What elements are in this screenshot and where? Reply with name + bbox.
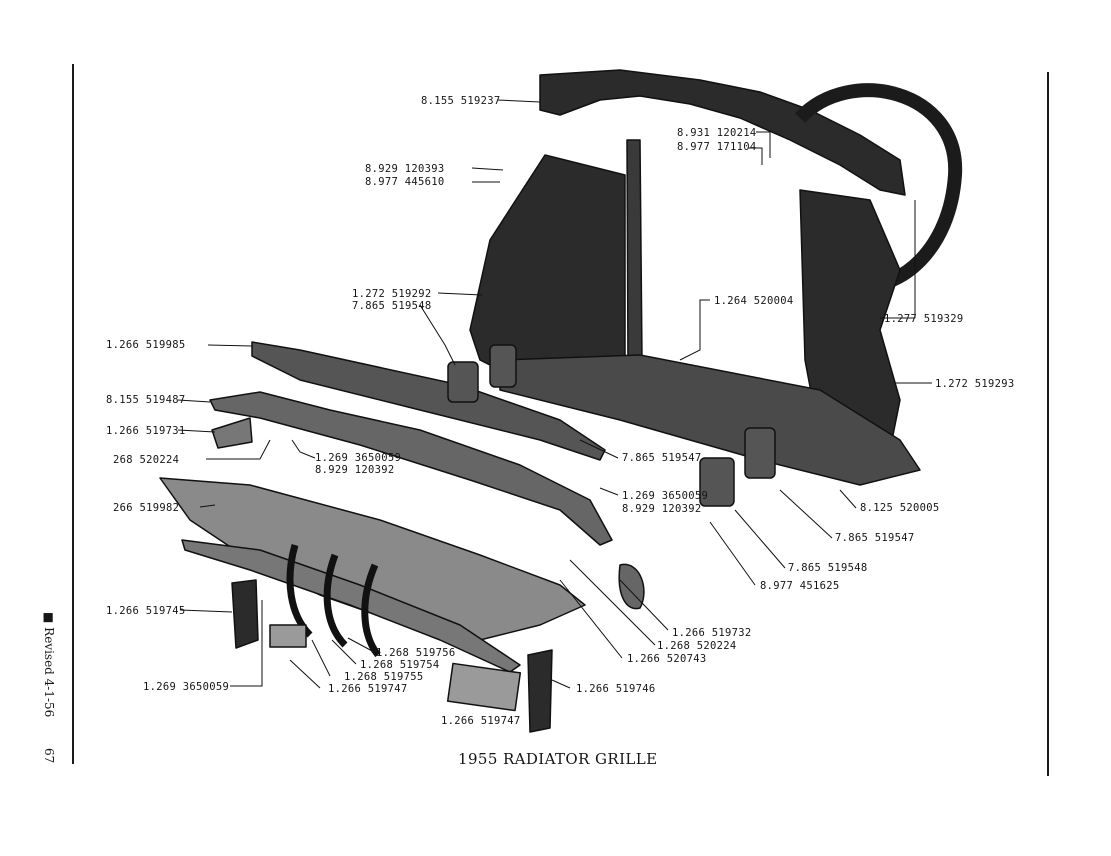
upper-grille-bar-part <box>251 341 606 461</box>
pad-right2-part <box>744 427 776 479</box>
callout-label: 1.266 519731 <box>106 425 186 437</box>
right-end-cap-part <box>527 649 553 733</box>
callout-label: 8.977 171104 <box>677 141 757 153</box>
callout-label: 7.865 519547 <box>622 452 702 464</box>
callout-label: 268 520224 <box>113 454 180 466</box>
left-end-cap-part <box>231 579 259 649</box>
left-margin-rule <box>72 64 74 764</box>
left-clip-part <box>211 417 253 449</box>
callout-label: 8.977 451625 <box>760 580 840 592</box>
lower-cradle-part <box>499 354 921 486</box>
parking-lamp-left-part <box>269 624 307 648</box>
callout-label: 1.269 3650059 <box>622 490 709 502</box>
callout-label: 1.266 519732 <box>672 627 752 639</box>
hook-bracket-part <box>618 563 645 610</box>
left-support-part <box>626 139 643 366</box>
pad-left-part <box>447 361 479 403</box>
callout-label: 1.268 520224 <box>657 640 737 652</box>
callout-label: 1.269 3650059 <box>143 681 230 693</box>
callout-label: 1.268 519755 <box>344 671 424 683</box>
callout-label: 8.155 519237 <box>421 95 501 107</box>
parking-lamp-right-part <box>446 662 522 712</box>
callout-label: 1.272 519293 <box>935 378 1015 390</box>
page-number: 67 <box>42 748 56 764</box>
callout-label: 1.268 519756 <box>376 647 456 659</box>
callout-label: 1.266 519747 <box>328 683 408 695</box>
callout-label: 8.931 120214 <box>677 127 757 139</box>
callout-label: 1.269 3650059 <box>315 452 402 464</box>
pad-center-part <box>489 344 517 388</box>
right-baffle-part <box>799 189 901 451</box>
callout-label: 1.266 519746 <box>576 683 656 695</box>
callout-label: 1.272 519292 <box>352 288 432 300</box>
grille-molding-part <box>209 391 613 546</box>
grille-bar-2-part <box>323 553 348 648</box>
callout-label: 7.865 519548 <box>352 300 432 312</box>
tie-bar-part <box>539 69 906 196</box>
callout-label: 8.929 120393 <box>365 163 445 175</box>
callout-label: 8.125 520005 <box>860 502 940 514</box>
callout-label: 1.266 519745 <box>106 605 186 617</box>
callout-label: 1.277 519329 <box>884 313 964 325</box>
revised-note: ■ Revised 4-1-56 <box>42 612 56 718</box>
callout-label: 1.266 519747 <box>441 715 521 727</box>
callout-label: 8.929 120392 <box>315 464 395 476</box>
diagram-title: 1955 RADIATOR GRILLE <box>458 750 658 768</box>
fan-shroud-part <box>794 83 963 293</box>
right-margin-rule <box>1047 72 1049 776</box>
grille-bar-3-part <box>361 563 381 658</box>
callout-label: 266 519982 <box>113 502 180 514</box>
callout-label: 7.865 519547 <box>835 532 915 544</box>
callout-label: 8.977 445610 <box>365 176 445 188</box>
callout-label: 1.266 519985 <box>106 339 186 351</box>
callout-label: 8.155 519487 <box>106 394 186 406</box>
pad-right1-part <box>699 457 735 507</box>
callout-label: 8.929 120392 <box>622 503 702 515</box>
callout-label: 1.266 520743 <box>627 653 707 665</box>
callout-label: 1.268 519754 <box>360 659 440 671</box>
callout-label: 7.865 519548 <box>788 562 868 574</box>
callout-label: 1.264 520004 <box>714 295 794 307</box>
